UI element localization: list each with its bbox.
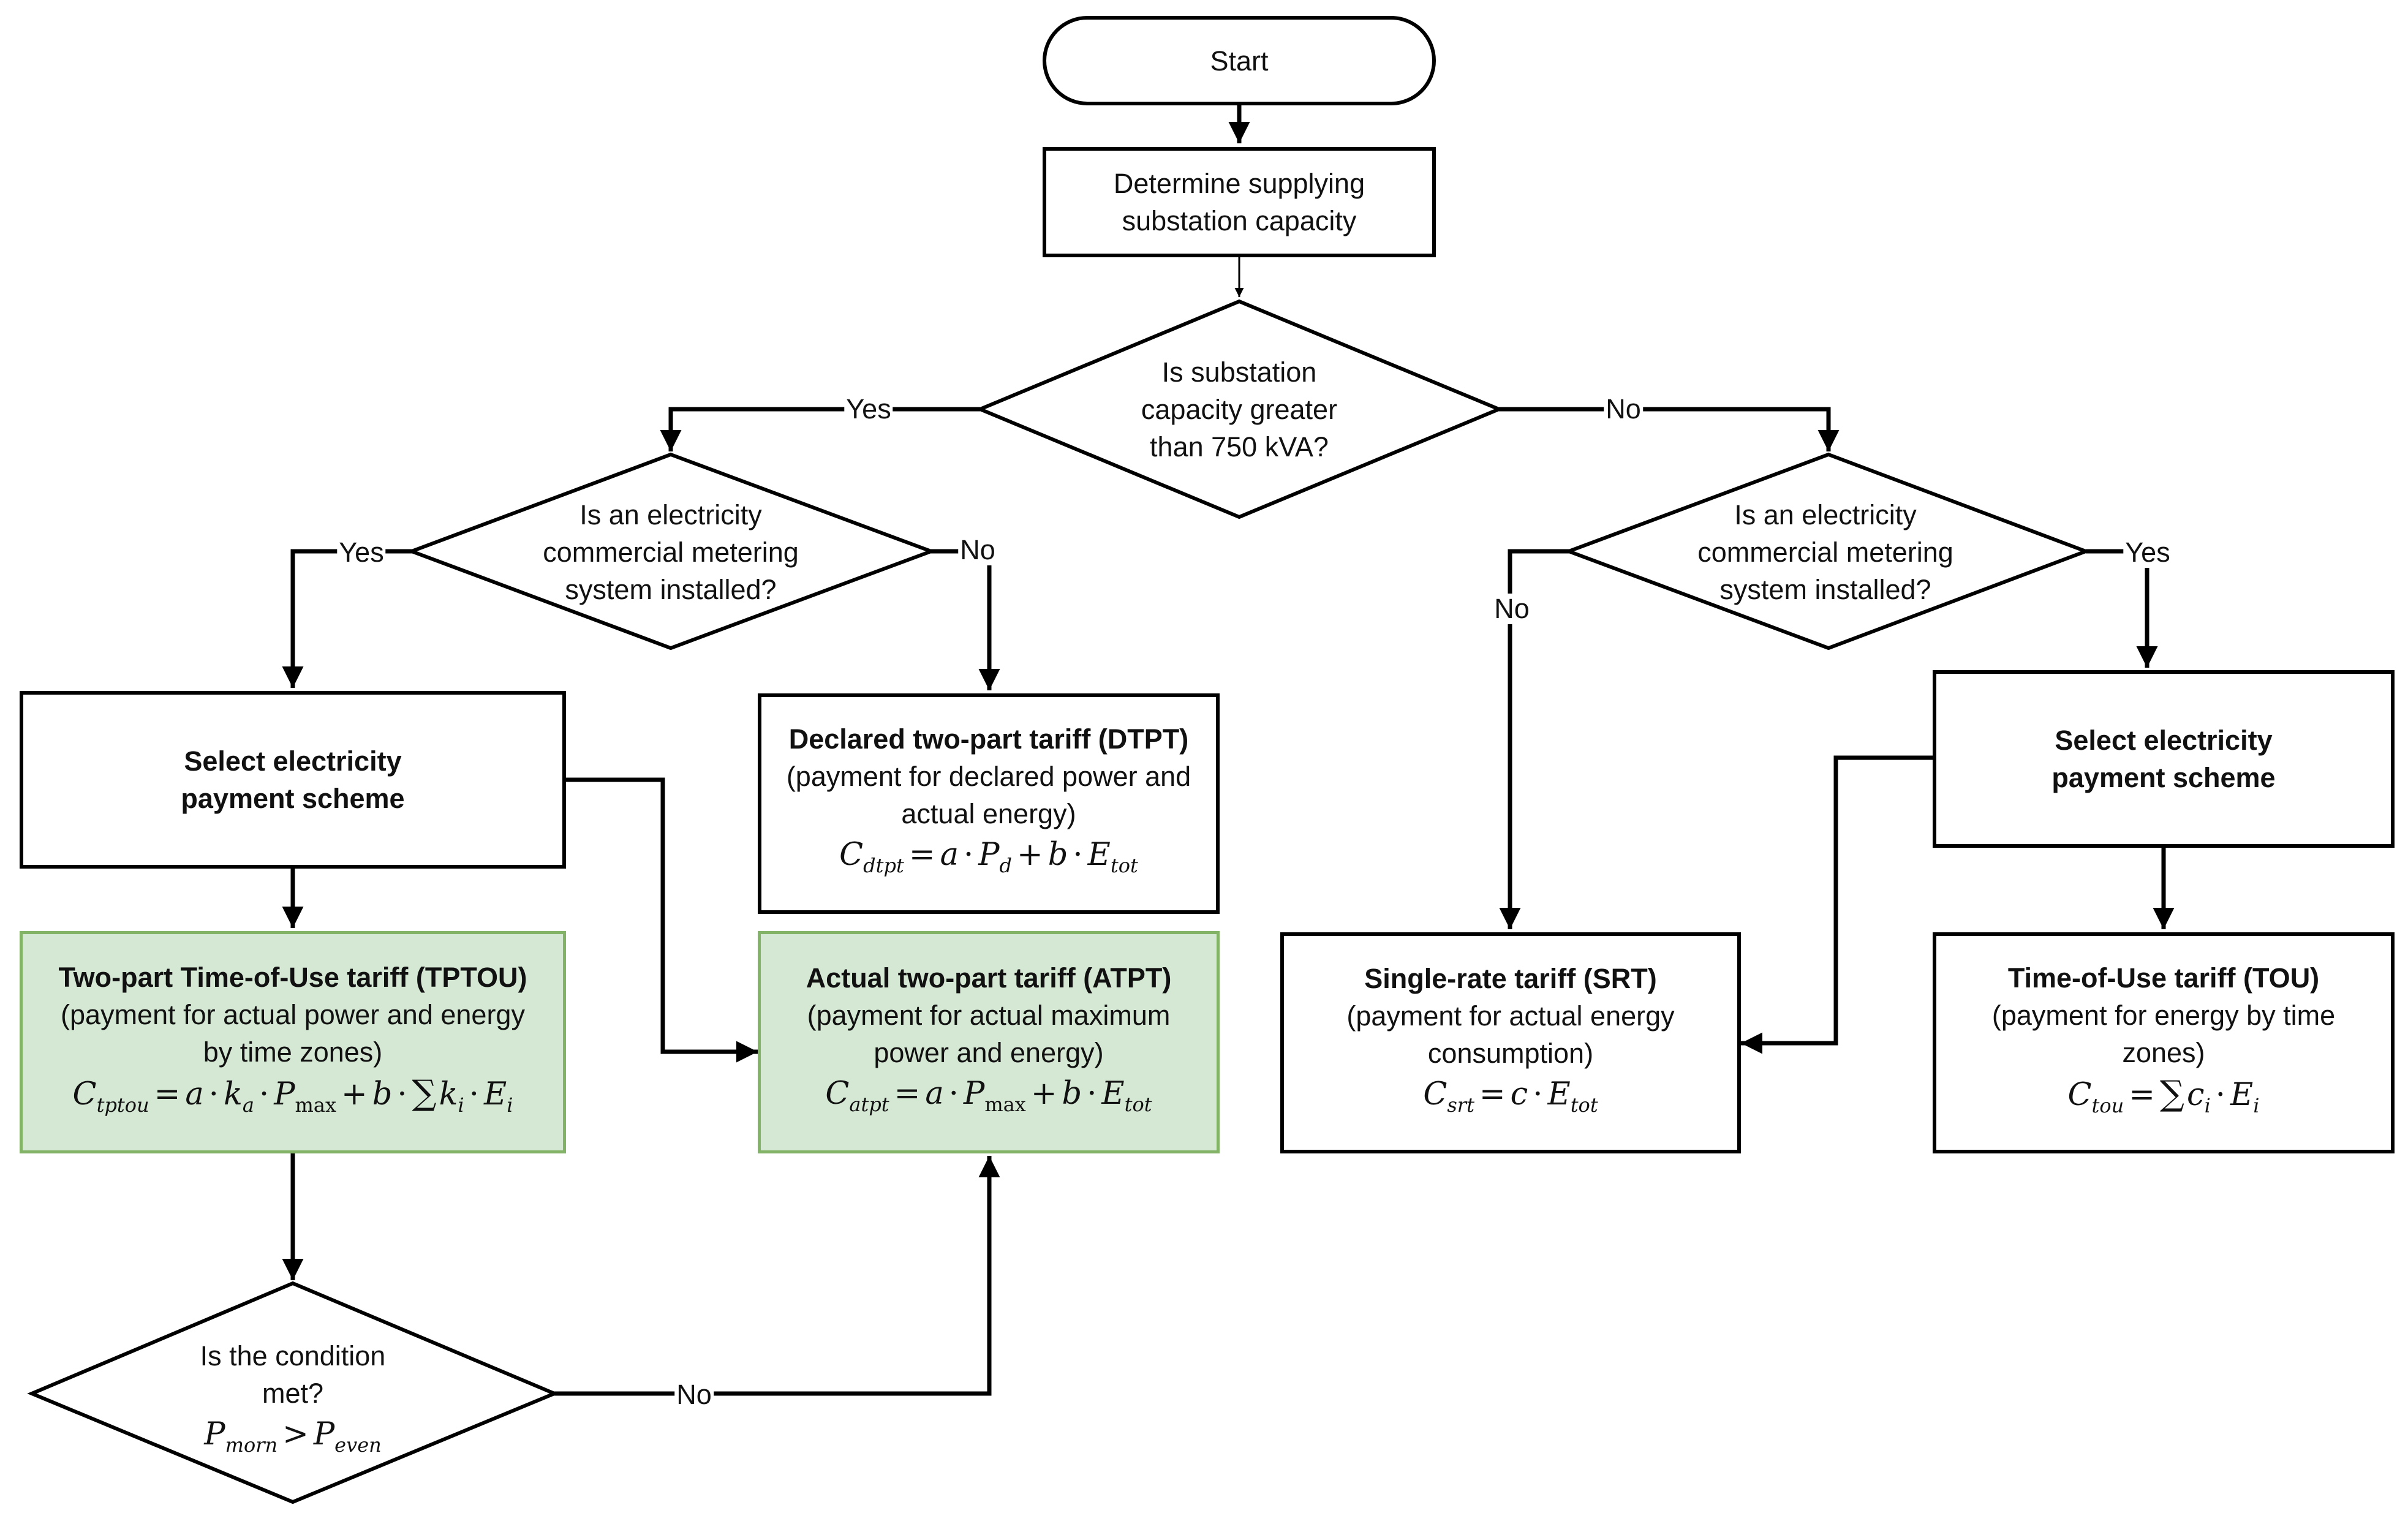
left-metering-line-1: Is an electricity [579, 499, 762, 530]
right-metering-question: Is an electricity commercial metering sy… [1645, 496, 2006, 608]
tptou-desc-2: by time zones) [203, 1036, 383, 1068]
condition-formula: Pmorn>Peven [204, 1416, 382, 1457]
tou-desc-1: (payment for energy by time [1991, 999, 2336, 1031]
arrow-condition-no-to-atpt [554, 1156, 1000, 1396]
capacity-question-line-3: than 750 kVA? [1150, 431, 1329, 462]
tptou-box: Two-part Time-of-Use tariff (TPTOU) (pay… [20, 931, 566, 1153]
capacity-question-line-1: Is substation [1161, 357, 1317, 388]
arrow-capacity-no [1499, 407, 1840, 451]
select-payment-scheme-left: Select electricity payment scheme [20, 691, 566, 869]
capacity-yes-label: Yes [844, 394, 893, 424]
dtpt-desc-2: actual energy) [901, 798, 1076, 829]
capacity-question: Is substation capacity greater than 750 … [1078, 353, 1400, 466]
srt-title: Single-rate tariff (SRT) [1364, 962, 1657, 994]
arrow-select-left-to-atpt [565, 777, 758, 1063]
srt-desc-1: (payment for actual energy [1346, 1000, 1675, 1032]
tptou-title: Two-part Time-of-Use tariff (TPTOU) [58, 961, 527, 993]
right-metering-line-3: system installed? [1719, 574, 1931, 605]
right-metering-yes-label: Yes [2123, 537, 2172, 568]
tptou-desc-1: (payment for actual power and energy [61, 998, 525, 1030]
dtpt-box: Declared two-part tariff (DTPT) (payment… [758, 693, 1220, 914]
srt-desc-2: consumption) [1427, 1037, 1594, 1069]
left-metering-no-label: No [958, 535, 997, 565]
right-metering-no-label: No [1492, 594, 1531, 624]
atpt-desc-1: (payment for actual maximum [807, 999, 1171, 1031]
select-left-line-2: payment scheme [181, 783, 405, 814]
dtpt-title: Declared two-part tariff (DTPT) [788, 723, 1189, 755]
capacity-no-label: No [1604, 394, 1643, 424]
left-metering-line-3: system installed? [565, 574, 777, 605]
left-metering-decision-diamond [406, 452, 937, 651]
condition-line-1: Is the condition [200, 1340, 386, 1372]
dtpt-desc-1: (payment for declared power and [786, 761, 1191, 792]
left-metering-yes-label: Yes [337, 537, 386, 568]
select-right-line-1: Select electricity [2055, 725, 2273, 756]
capacity-question-line-2: capacity greater [1141, 394, 1338, 425]
right-metering-decision-diamond [1563, 452, 2091, 651]
select-payment-scheme-right: Select electricity payment scheme [1933, 670, 2395, 848]
select-right-line-2: payment scheme [2051, 762, 2276, 793]
determine-capacity-box: Determine supplying substation capacity [1043, 147, 1436, 257]
dtpt-formula: Cdtpt=a·Pd+b·Etot [839, 837, 1138, 877]
tou-formula: Ctou=∑ci·Ei [2067, 1073, 2260, 1117]
atpt-formula: Catpt=a·Pmax+b·Etot [825, 1075, 1152, 1116]
atpt-desc-2: power and energy) [874, 1036, 1104, 1068]
right-metering-line-1: Is an electricity [1734, 499, 1917, 530]
srt-formula: Csrt=c·Etot [1423, 1076, 1598, 1117]
start-node: Start [1043, 16, 1436, 105]
determine-line-2: substation capacity [1122, 205, 1357, 236]
left-metering-line-2: commercial metering [543, 537, 799, 568]
arrow-right-meter-yes [2086, 549, 2158, 668]
arrow-left-meter-yes [282, 549, 412, 688]
arrow-select-right-to-srt [1741, 755, 1933, 1054]
right-metering-line-2: commercial metering [1697, 537, 1953, 568]
condition-line-2: met? [262, 1378, 324, 1409]
left-metering-question: Is an electricity commercial metering sy… [490, 496, 851, 608]
tou-desc-2: zones) [2122, 1036, 2205, 1068]
arrow-capacity-yes [660, 407, 980, 451]
arrow-left-meter-no [931, 549, 1000, 690]
condition-question: Is the condition met? Pmorn>Peven [109, 1337, 477, 1466]
atpt-box: Actual two-part tariff (ATPT) (payment f… [758, 931, 1220, 1153]
condition-no-label: No [674, 1379, 714, 1410]
start-label: Start [1210, 45, 1269, 77]
tou-title: Time-of-Use tariff (TOU) [2007, 962, 2320, 994]
capacity-decision-diamond [975, 299, 1504, 519]
determine-line-1: Determine supplying [1113, 168, 1365, 199]
select-left-line-1: Select electricity [184, 745, 402, 777]
condition-decision-diamond [27, 1281, 559, 1504]
srt-box: Single-rate tariff (SRT) (payment for ac… [1280, 932, 1741, 1153]
arrow-right-meter-no [1499, 549, 1569, 929]
tptou-formula: Ctptou=a·ka·Pmax+b·∑ki·Ei [72, 1073, 513, 1117]
atpt-title: Actual two-part tariff (ATPT) [806, 962, 1172, 994]
tou-box: Time-of-Use tariff (TOU) (payment for en… [1933, 932, 2395, 1153]
